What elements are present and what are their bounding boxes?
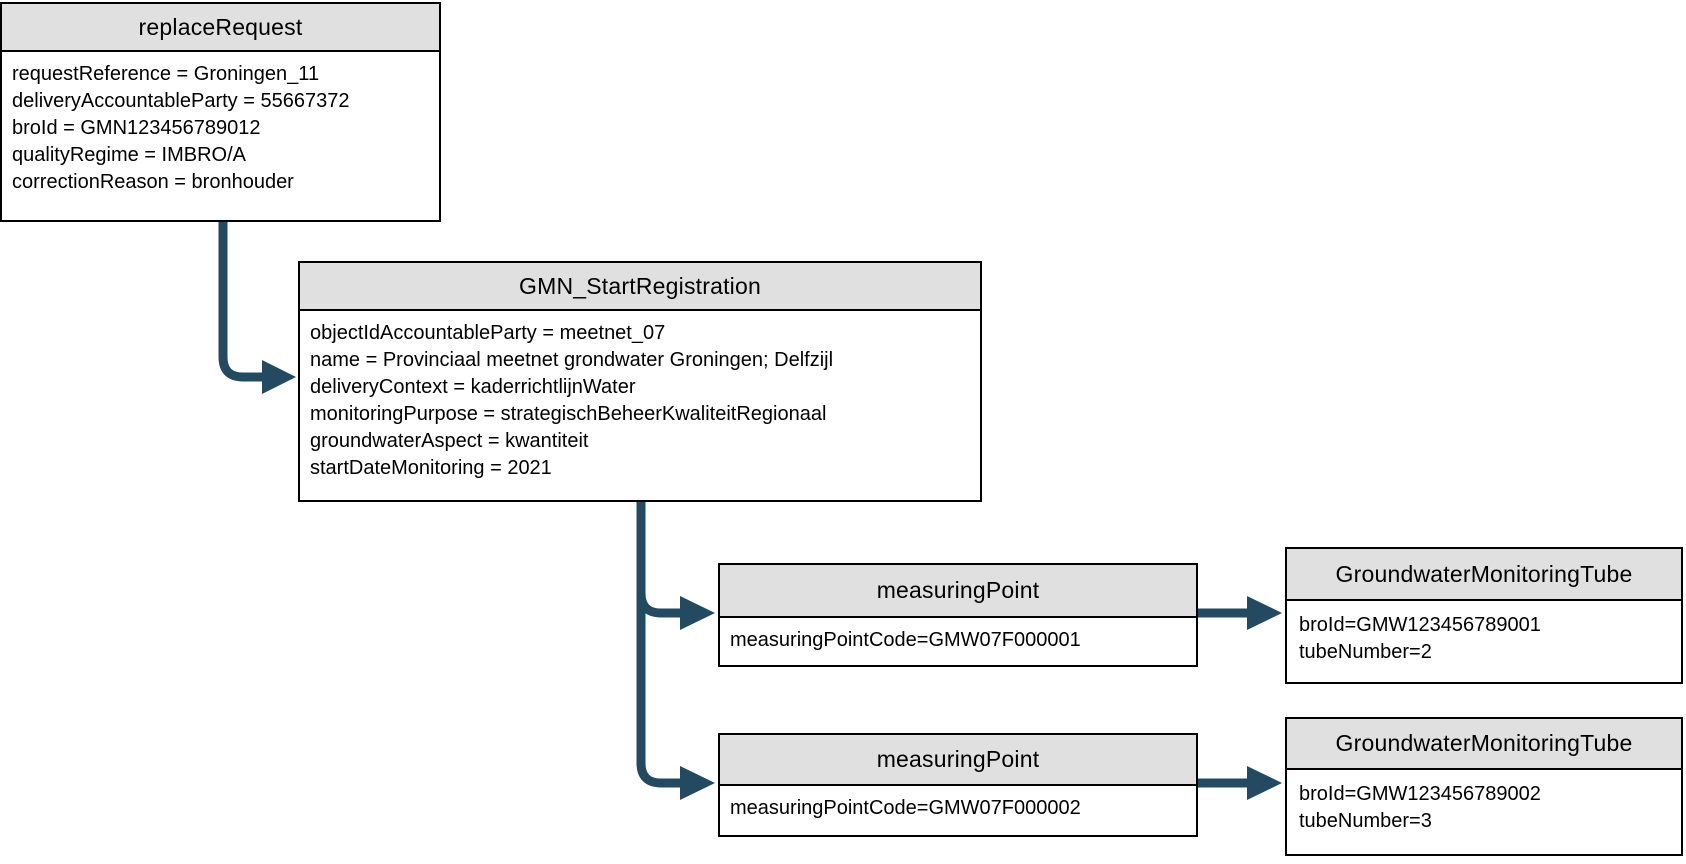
attribute-line: broId = GMN123456789012 bbox=[12, 117, 261, 139]
attribute-line: tubeNumber=3 bbox=[1299, 810, 1432, 832]
node-groundwater-monitoring-tube-2: GroundwaterMonitoringTube broId=GMW12345… bbox=[1285, 717, 1683, 856]
node-measuring-point-2-title: measuringPoint bbox=[720, 735, 1196, 786]
node-groundwater-monitoring-tube-2-title: GroundwaterMonitoringTube bbox=[1287, 719, 1681, 770]
connector-gmn-to-measuringpoint2 bbox=[636, 501, 682, 788]
attribute-line: name = Provinciaal meetnet grondwater Gr… bbox=[310, 349, 834, 371]
attribute-line: requestReference = Groningen_11 bbox=[12, 63, 320, 85]
attribute-line: broId=GMW123456789001 bbox=[1299, 614, 1541, 636]
node-groundwater-monitoring-tube-1: GroundwaterMonitoringTube broId=GMW12345… bbox=[1285, 547, 1683, 684]
connector-replacerequest-to-gmn bbox=[218, 222, 264, 382]
attribute-line: qualityRegime = IMBRO/A bbox=[12, 144, 246, 166]
connector-measuringpoint2-to-tube2-arrowhead-icon bbox=[1247, 766, 1282, 800]
node-groundwater-monitoring-tube-1-title: GroundwaterMonitoringTube bbox=[1287, 549, 1681, 601]
attribute-line: deliveryContext = kaderrichtlijnWater bbox=[310, 376, 636, 398]
connector-replacerequest-to-gmn-arrowhead-icon bbox=[262, 360, 296, 394]
connector-gmn-to-measuringpoint2-arrowhead-icon bbox=[680, 766, 715, 800]
attribute-line: deliveryAccountableParty = 55667372 bbox=[12, 90, 350, 112]
node-measuring-point-2-attributes: measuringPointCode=GMW07F000002 bbox=[720, 786, 1196, 835]
attribute-line: groundwaterAspect = kwantiteit bbox=[310, 430, 589, 452]
node-gmn-start-registration: GMN_StartRegistration objectIdAccountabl… bbox=[298, 261, 982, 502]
attribute-line: tubeNumber=2 bbox=[1299, 641, 1432, 663]
node-gmn-start-registration-attributes: objectIdAccountableParty = meetnet_07 na… bbox=[300, 311, 980, 500]
node-measuring-point-1-title: measuringPoint bbox=[720, 565, 1196, 618]
connector-measuringpoint1-to-tube1-arrowhead-icon bbox=[1247, 596, 1282, 630]
connector-gmn-to-measuringpoint1-arrowhead-icon bbox=[680, 596, 715, 630]
node-gmn-start-registration-title: GMN_StartRegistration bbox=[300, 263, 980, 311]
attribute-line: measuringPointCode=GMW07F000002 bbox=[730, 797, 1081, 819]
node-replace-request-title: replaceRequest bbox=[2, 4, 439, 52]
attribute-line: broId=GMW123456789002 bbox=[1299, 783, 1541, 805]
node-measuring-point-1-attributes: measuringPointCode=GMW07F000001 bbox=[720, 618, 1196, 665]
node-replace-request: replaceRequest requestReference = Gronin… bbox=[0, 2, 441, 222]
node-groundwater-monitoring-tube-2-attributes: broId=GMW123456789002 tubeNumber=3 bbox=[1287, 770, 1681, 854]
node-measuring-point-1: measuringPoint measuringPointCode=GMW07F… bbox=[718, 563, 1198, 667]
attribute-line: startDateMonitoring = 2021 bbox=[310, 457, 552, 479]
node-groundwater-monitoring-tube-1-attributes: broId=GMW123456789001 tubeNumber=2 bbox=[1287, 601, 1681, 682]
attribute-line: measuringPointCode=GMW07F000001 bbox=[730, 629, 1081, 651]
attribute-line: correctionReason = bronhouder bbox=[12, 171, 294, 193]
connector-gmn-to-measuringpoint1 bbox=[636, 585, 682, 618]
attribute-line: objectIdAccountableParty = meetnet_07 bbox=[310, 322, 666, 344]
node-replace-request-attributes: requestReference = Groningen_11 delivery… bbox=[2, 52, 439, 220]
attribute-line: monitoringPurpose = strategischBeheerKwa… bbox=[310, 403, 827, 425]
node-measuring-point-2: measuringPoint measuringPointCode=GMW07F… bbox=[718, 733, 1198, 837]
